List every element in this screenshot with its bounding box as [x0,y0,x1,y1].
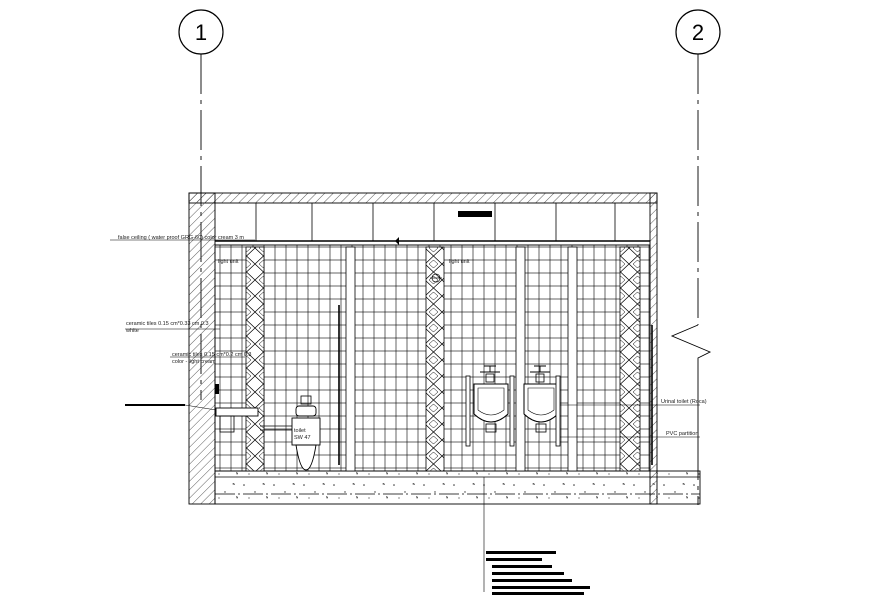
ceramic-white-label-line1: ceramic tiles 0.15 cm*0.33 cm 0.3 [126,321,209,327]
gridline-2-label: 2 [692,20,704,45]
ceramic-cream-label-line2: color - light cream [172,359,216,365]
title-block [486,551,590,595]
light-unit-right-label: light unit [449,259,470,265]
urinal-label: Urinal toilet (Roca) [661,399,707,405]
washbasin-fixture [215,384,292,433]
pvc-partitions [338,246,653,472]
false-ceiling [215,203,650,246]
ceramic-white-label-line2: white [125,328,139,334]
ceramic-cream-label-line1: ceramic tiles 0.15 cm*0.2 cm 0.3 [172,352,251,358]
urinal-1 [465,365,515,447]
gridline-1-label: 1 [195,20,207,45]
toilet-label-line1: toilet [294,428,306,434]
toilet-fixture [291,395,321,471]
false-ceiling-label: false ceiling ( water proof GRG-60) colo… [118,235,244,241]
partition-label: PVC partition [666,431,698,437]
building-structure [188,192,701,505]
gridline-2: 2 [670,9,721,505]
leader-lines [110,239,700,592]
light-units [430,273,442,283]
toilet-label-line2: SW 47 [294,435,311,441]
light-unit-left-label: light unit [218,259,239,265]
urinal-2 [523,365,561,447]
